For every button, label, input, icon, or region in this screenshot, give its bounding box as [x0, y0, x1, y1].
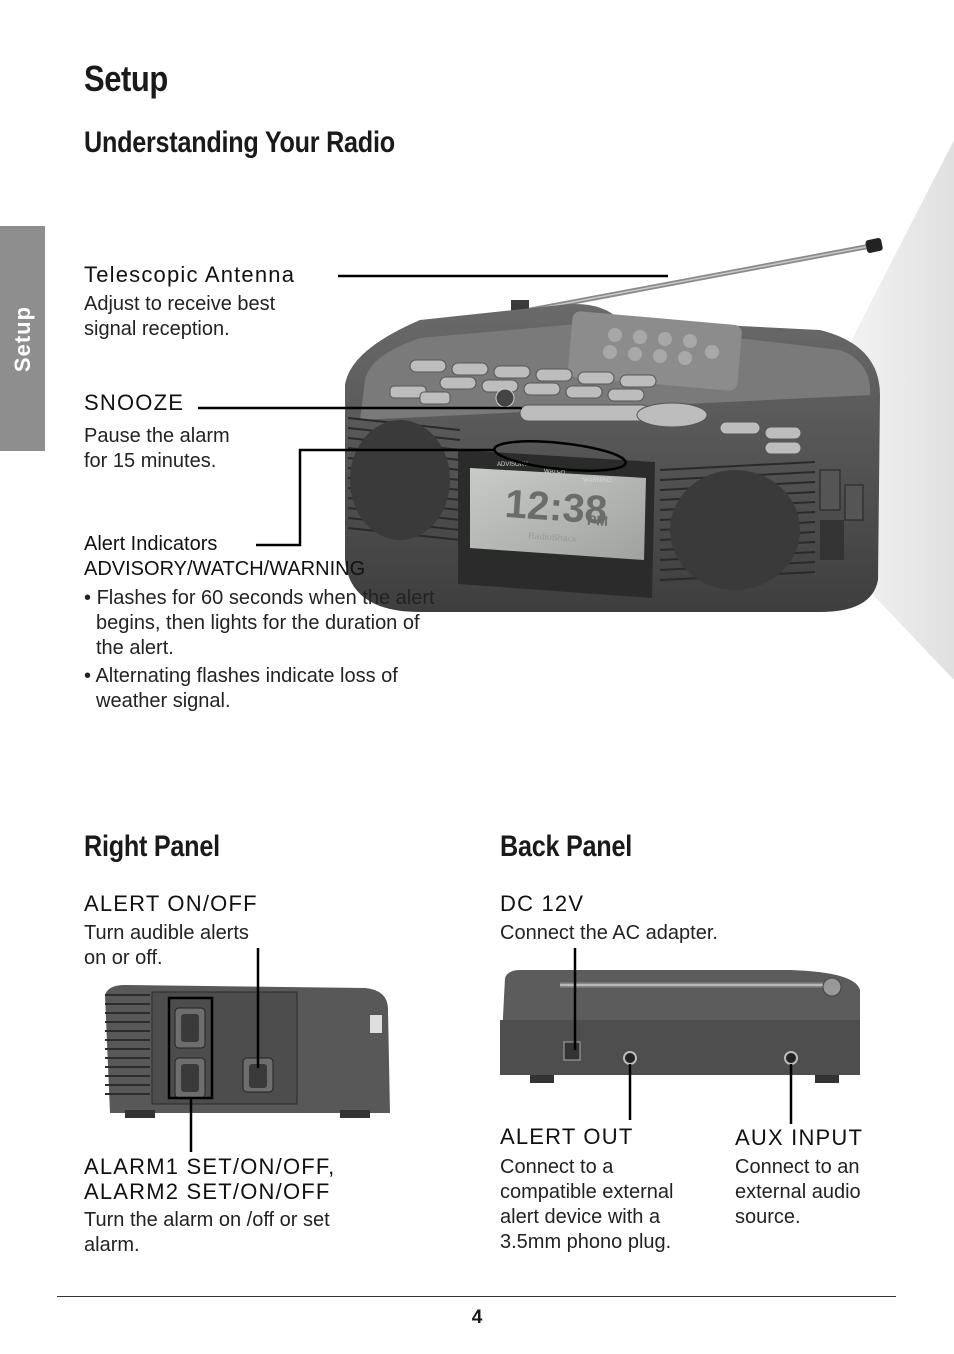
section-heading-understanding: Understanding Your Radio — [84, 126, 395, 159]
alert-bullet: Alternating flashes indicate loss of wea… — [84, 664, 504, 714]
lcd-screen — [470, 468, 646, 560]
page-number: 4 — [471, 1307, 483, 1328]
right-panel-device — [105, 985, 390, 1118]
brand-logo: RadioShack — [528, 530, 578, 543]
desc-line: alarm. — [84, 1234, 140, 1256]
indicator-warning: WARNING — [583, 478, 612, 484]
aux-input-desc: Connect to an external audio source. — [735, 1155, 861, 1230]
desc-line: compatible external — [500, 1181, 674, 1203]
snooze-label: SNOOZE — [84, 390, 185, 415]
desc-line: Turn audible alerts — [84, 922, 249, 944]
lcd-pm: PM — [587, 512, 609, 529]
desc-line: Turn the alarm on /off or set — [84, 1209, 330, 1231]
footer-rule — [57, 1296, 896, 1297]
snooze-desc: Pause the alarm for 15 minutes. — [84, 424, 230, 474]
page-title: Setup — [84, 58, 168, 99]
bullet-line: weather signal. — [96, 690, 231, 712]
alert-out-label: ALERT OUT — [500, 1124, 634, 1149]
alert-bullet: Flashes for 60 seconds when the alert be… — [84, 586, 504, 661]
desc-line: source. — [735, 1206, 801, 1228]
section-side-tab: Setup — [0, 226, 45, 451]
alarms-label-line: ALARM1 SET/ON/OFF, — [84, 1154, 336, 1179]
desc-line: alert device with a — [500, 1206, 661, 1228]
alert-onoff-desc: Turn audible alerts on or off. — [84, 921, 249, 971]
alert-indicators-label: Alert Indicators — [84, 533, 218, 555]
back-panel-device — [500, 970, 860, 1083]
alert-bullets: Flashes for 60 seconds when the alert be… — [84, 586, 504, 714]
bullet-line: begins, then lights for the duration of — [96, 612, 420, 634]
alarms-desc: Turn the alarm on /off or set alarm. — [84, 1208, 330, 1258]
alarms-label: ALARM1 SET/ON/OFF, ALARM2 SET/ON/OFF — [84, 1154, 335, 1204]
snooze-desc-line: for 15 minutes. — [84, 450, 217, 472]
bullet-line: Alternating flashes indicate loss of — [95, 665, 398, 687]
alert-out-desc: Connect to a compatible external alert d… — [500, 1155, 673, 1255]
desc-line: Connect to a — [500, 1156, 614, 1178]
antenna-desc: Adjust to receive best signal reception. — [84, 292, 275, 342]
alarms-label-line: ALARM2 SET/ON/OFF — [84, 1179, 331, 1204]
bullet-line: Flashes for 60 seconds when the alert — [96, 587, 435, 609]
bullet-line: the alert. — [96, 637, 174, 659]
dc-desc: Connect the AC adapter. — [500, 922, 718, 944]
alert-callout-line — [256, 448, 495, 547]
dc-label: DC 12V — [500, 891, 585, 916]
section-heading-right-panel: Right Panel — [84, 830, 220, 863]
section-heading-back-panel: Back Panel — [500, 830, 632, 863]
aux-input-label: AUX INPUT — [735, 1125, 864, 1150]
snooze-desc-line: Pause the alarm — [84, 425, 230, 447]
lcd-time: 12:38 — [503, 482, 608, 533]
desc-line: external audio — [735, 1181, 861, 1203]
alert-indicators-sublabel: ADVISORY/WATCH/WARNING — [84, 558, 366, 580]
desc-line: 3.5mm phono plug. — [500, 1231, 672, 1253]
indicator-watch: WATCH — [544, 469, 565, 475]
antenna-label: Telescopic Antenna — [84, 262, 296, 287]
desc-line: on or off. — [84, 947, 163, 969]
indicator-advisory: ADVISORY — [497, 462, 528, 468]
antenna-desc-line: signal reception. — [84, 318, 230, 340]
antenna-desc-line: Adjust to receive best — [84, 293, 276, 315]
desc-line: Connect to an — [735, 1156, 860, 1178]
alert-onoff-label: ALERT ON/OFF — [84, 891, 258, 916]
